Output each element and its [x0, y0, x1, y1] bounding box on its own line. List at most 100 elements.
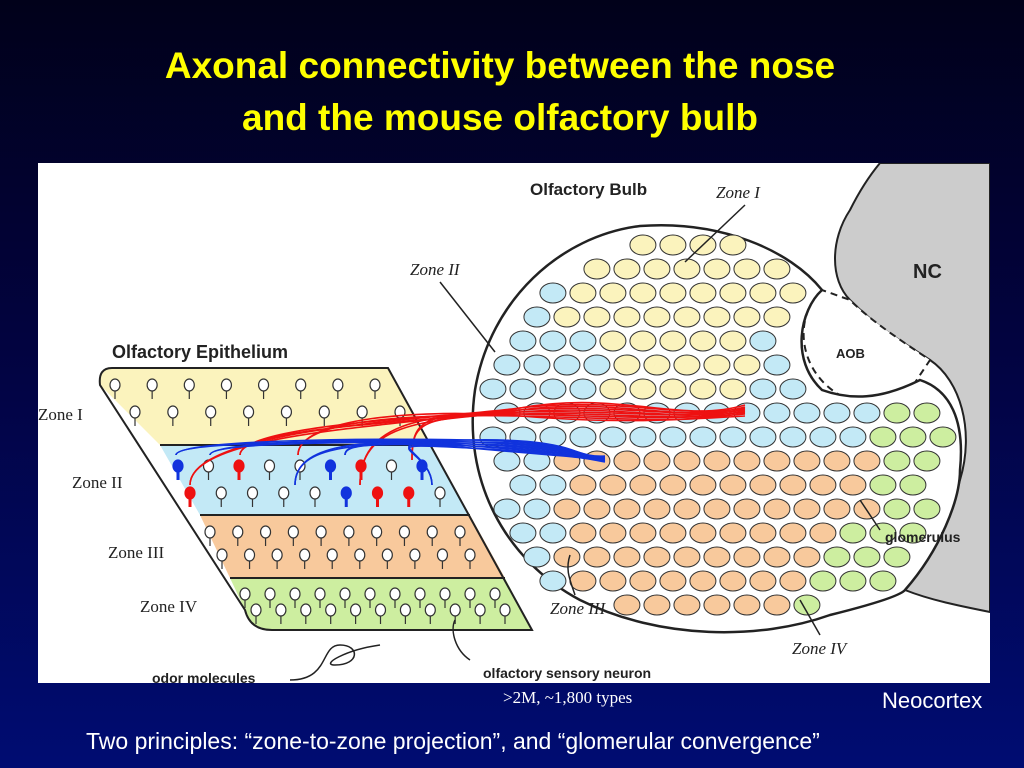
glomerulus [779, 378, 807, 400]
glomerulus [763, 498, 791, 520]
glomerulus [673, 546, 701, 568]
red-axon [411, 410, 746, 461]
glomerulus [659, 234, 687, 256]
glomerulus [719, 522, 747, 544]
title-line-1: Axonal connectivity between the nose [164, 45, 836, 86]
neuron-knob [324, 459, 337, 473]
epi-outline [98, 367, 534, 631]
glomerulus [839, 426, 867, 448]
glomerulus [899, 426, 927, 448]
glomerulus [523, 354, 551, 376]
neuron-knob [325, 603, 337, 617]
neuron-knob [184, 486, 196, 500]
neuron-knob [205, 405, 217, 419]
glomerulus [643, 594, 671, 616]
neuron-knob [242, 405, 255, 419]
label-epi-zone-2: Zone II [72, 473, 123, 492]
neuron-knob [129, 405, 141, 419]
glomeruli-group [479, 234, 957, 616]
glomerulus [659, 522, 687, 544]
neuron-knob [414, 587, 426, 601]
glomerulus [779, 426, 807, 448]
blue-axon [408, 445, 606, 486]
glomerulus [599, 522, 627, 544]
glomerulus [689, 522, 717, 544]
glomerulus [539, 570, 567, 592]
neuron-knob [309, 486, 321, 500]
glomerulus [553, 546, 581, 568]
neuron-knob [314, 587, 326, 601]
glomerulus [733, 498, 761, 520]
neuron-knob [434, 486, 446, 500]
glomerulus [809, 570, 837, 592]
neuron-knob [350, 603, 362, 617]
neuron-knob [449, 603, 461, 617]
glomerulus [703, 498, 731, 520]
glomerulus [839, 474, 867, 496]
neuron-knob [426, 525, 438, 539]
glomerulus [823, 402, 851, 424]
glomerulus [779, 474, 807, 496]
neuron-knob [183, 378, 195, 392]
glomerulus [809, 474, 837, 496]
glomerulus [823, 498, 851, 520]
glomerulus [479, 378, 507, 400]
glomerulus [733, 594, 761, 616]
glomerulus [629, 474, 657, 496]
neuron-knob [326, 548, 338, 562]
neuron-knob [409, 548, 421, 562]
neuron-knob [215, 486, 227, 500]
glomerulus [689, 426, 717, 448]
pointer-lines [289, 204, 881, 681]
glomerulus [523, 546, 551, 568]
glomerulus [719, 474, 747, 496]
neuron-knob [263, 459, 276, 473]
glomerulus [719, 282, 747, 304]
glomerulus [569, 570, 597, 592]
glomerulus [569, 282, 597, 304]
glomerulus [749, 378, 777, 400]
glomerulus [613, 354, 641, 376]
neuron-knob [318, 405, 330, 419]
neuron-knob [257, 378, 270, 392]
neuron-knob [146, 378, 158, 392]
label-olfactory-sensory-neuron: olfactory sensory neuron [483, 665, 651, 681]
label-bulb-zone-2: Zone II [410, 260, 461, 279]
label-bulb-zone-4: Zone IV [792, 639, 849, 658]
glomerulus [629, 378, 657, 400]
glomerulus [809, 426, 837, 448]
neuron-knob [295, 378, 307, 392]
glomerulus [569, 522, 597, 544]
glomerulus [509, 378, 537, 400]
glomerulus [869, 522, 897, 544]
glomerulus [869, 474, 897, 496]
neuron-knob [289, 587, 301, 601]
glomerulus [569, 474, 597, 496]
glomerulus [719, 570, 747, 592]
glomerulus [929, 426, 957, 448]
glomerulus [629, 234, 657, 256]
glomerulus [853, 402, 881, 424]
glomerulus [599, 378, 627, 400]
glomerulus [553, 498, 581, 520]
glomerulus [659, 330, 687, 352]
glomerulus [763, 402, 791, 424]
glomerulus [853, 450, 881, 472]
glomerulus [689, 378, 717, 400]
neuron-knob [280, 405, 293, 419]
glomerulus [629, 330, 657, 352]
glomerulus [613, 498, 641, 520]
glomerulus [659, 282, 687, 304]
glomerulus [719, 426, 747, 448]
glomerulus [629, 570, 657, 592]
glomerulus [673, 594, 701, 616]
glomerulus [809, 522, 837, 544]
glomerulus [719, 234, 747, 256]
neuron-knob [424, 603, 436, 617]
label-epi-zone-1: Zone I [38, 405, 83, 424]
glomerulus [779, 282, 807, 304]
glomerulus [899, 474, 927, 496]
neuron-knob [371, 525, 383, 539]
slide-title: Axonal connectivity between the nose and… [0, 40, 1000, 144]
glomerulus [823, 546, 851, 568]
